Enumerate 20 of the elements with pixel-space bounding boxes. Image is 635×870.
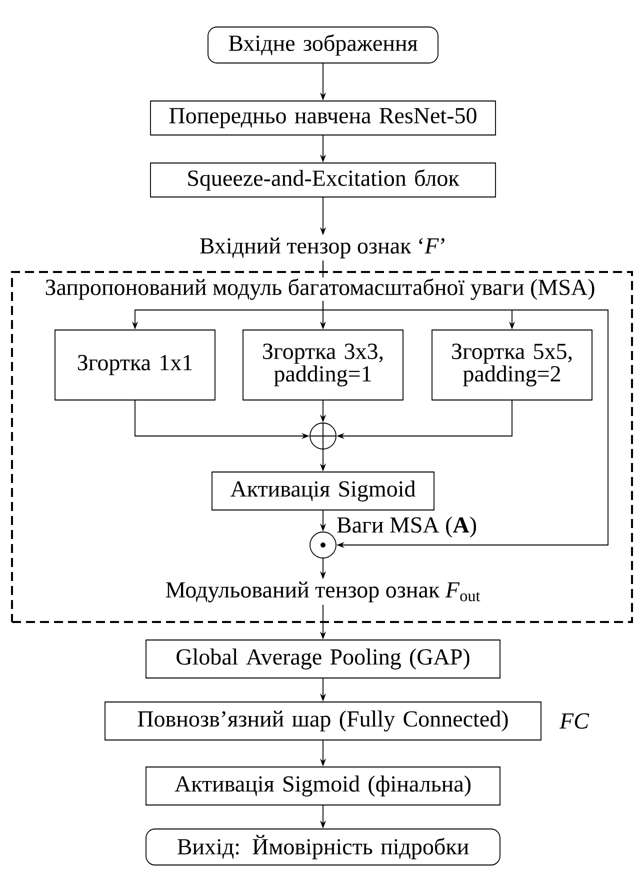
terminal-box: Вихід: Ймовірність підробки bbox=[146, 828, 500, 866]
weights-label: Ваги MSA (A) bbox=[337, 516, 476, 538]
module-frame bbox=[11, 271, 633, 623]
module-heading: Запропонований модуль багатомасштабної уваги (MSA) bbox=[44, 277, 596, 301]
side-label: FC bbox=[559, 713, 590, 729]
process-box: Повнозв’язний шар (Fully Connected) bbox=[104, 702, 542, 740]
process-box: Згортка 3x3, padding=1 bbox=[242, 330, 404, 400]
sum-circle bbox=[309, 422, 337, 450]
tensor-label: Вхідний тензор ознак ‘F’ bbox=[200, 238, 444, 258]
process-box: Попередньо навчена ResNet-50 bbox=[150, 100, 496, 136]
process-box: Global Average Pooling (GAP) bbox=[146, 640, 500, 678]
process-box: Активація Sigmoid bbox=[212, 472, 434, 510]
process-box: Згортка 5x5, padding=2 bbox=[432, 330, 592, 400]
process-box: Squeeze-and-Excitation блок bbox=[150, 162, 496, 198]
process-box: Згортка 1x1 bbox=[54, 330, 216, 400]
tensor-label: Модульований тензор ознак F$_{out}$ bbox=[166, 582, 480, 602]
product-circle bbox=[310, 532, 336, 558]
terminal-box: Вхідне зображення bbox=[208, 26, 438, 64]
arrow bbox=[322, 260, 608, 548]
process-box: Активація Sigmoid (фінальна) bbox=[146, 766, 500, 806]
